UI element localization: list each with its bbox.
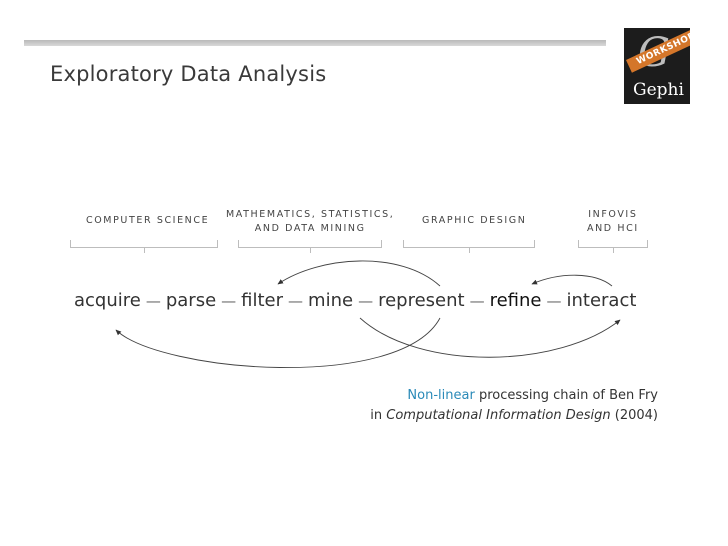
category-mathematics: MATHEMATICS, STATISTICS, AND DATA MINING: [226, 209, 395, 234]
bracket-infovis: [578, 240, 648, 253]
step-filter: filter: [241, 290, 284, 311]
step-parse: parse: [165, 290, 217, 311]
step-separator: —: [288, 292, 304, 310]
step-separator: —: [221, 292, 237, 310]
caption-book-title: Computational Information Design: [386, 408, 611, 423]
step-separator: —: [469, 292, 485, 310]
caption-line1: processing chain of Ben Fry: [474, 388, 658, 403]
caption-highlight: Non-linear: [407, 388, 475, 403]
caption: Non-linear processing chain of Ben Fry i…: [370, 386, 658, 426]
processing-chain: acquire—parse—filter—mine—represent—refi…: [74, 290, 636, 311]
step-represent: represent: [378, 290, 465, 311]
step-separator: —: [145, 292, 161, 310]
step-acquire: acquire: [74, 290, 141, 311]
step-mine: mine: [308, 290, 354, 311]
step-interact: interact: [566, 290, 637, 311]
caption-prefix: in: [370, 408, 387, 423]
category-graphic-design: GRAPHIC DESIGN: [422, 215, 527, 226]
step-separator: —: [358, 292, 374, 310]
arc-represent-to-acquire: [115, 317, 441, 368]
gephi-workshop-logo: G WORKSHOP Gephi: [624, 28, 690, 104]
arc-represent-to-filter: [277, 260, 441, 287]
arc-mine-to-interact: [359, 317, 621, 358]
step-separator: —: [546, 292, 562, 310]
category-infovis: INFOVIS AND HCI: [587, 209, 639, 234]
caption-year: (2004): [610, 408, 658, 423]
header-bar: [24, 40, 606, 46]
bracket-computer-science: [70, 240, 218, 253]
category-computer-science: COMPUTER SCIENCE: [86, 215, 210, 226]
logo-name: Gephi: [633, 80, 684, 100]
arc-interact-to-refine: [531, 274, 613, 287]
step-refine: refine: [489, 290, 542, 311]
slide-title: Exploratory Data Analysis: [50, 62, 327, 86]
bracket-mathematics: [238, 240, 382, 253]
bracket-graphic-design: [403, 240, 535, 253]
